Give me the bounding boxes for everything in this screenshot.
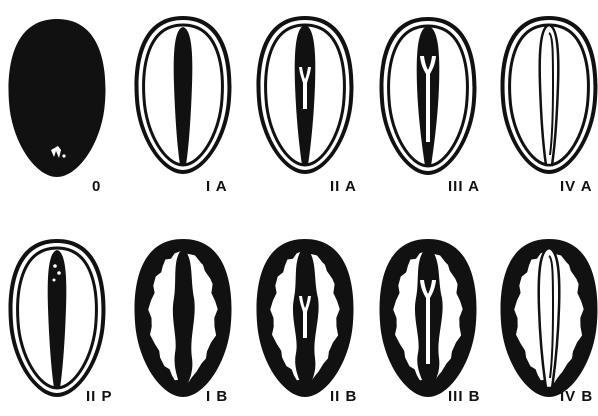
panel-label-IA: I A	[206, 178, 228, 195]
panel-IIIB	[380, 239, 477, 397]
panel-label-IB: I B	[206, 388, 228, 405]
panel-label-IIIA: III A	[448, 178, 480, 195]
panel-IIIA	[380, 17, 477, 175]
panel-0	[9, 19, 106, 177]
outlined-central-band	[540, 25, 559, 165]
band-dot-mark	[57, 271, 61, 275]
panel-label-IIA: II A	[330, 178, 357, 195]
panel-label-IIB: II B	[330, 388, 357, 405]
panel-label-IVB: IV B	[560, 388, 593, 405]
panel-label-0: 0	[92, 178, 101, 195]
panel-IVA	[501, 16, 598, 174]
panel-label-IIP: II P	[86, 388, 113, 405]
panel-IA	[135, 16, 232, 174]
band-dot-mark	[53, 264, 57, 268]
light-dot-mark	[62, 154, 65, 157]
panel-label-IIIB: III B	[448, 388, 481, 405]
panel-label-IVA: IV A	[560, 178, 593, 195]
panel-IB	[135, 239, 232, 397]
panel-IIB	[257, 239, 354, 397]
panel-IVB	[501, 239, 598, 397]
panel-IIA	[257, 16, 354, 174]
panel-IIP	[9, 239, 106, 397]
band-dot-mark	[53, 279, 56, 282]
